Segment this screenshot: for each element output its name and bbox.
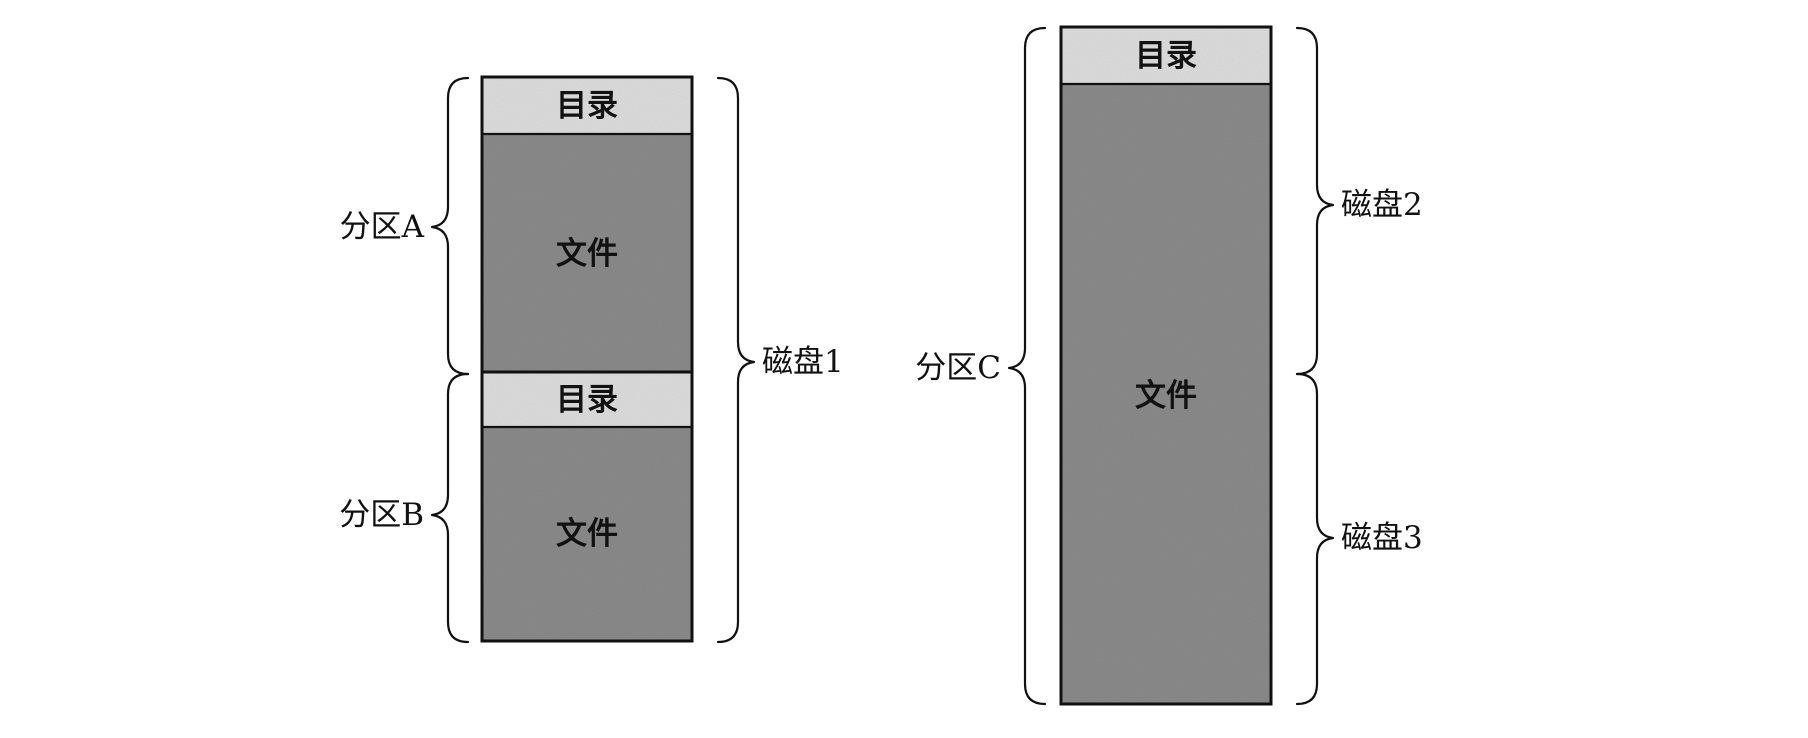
partition-c-label: 分区C: [915, 350, 1001, 386]
partition-c-directory-label: 目录: [1135, 38, 1197, 74]
partition-b-directory-block: [482, 372, 692, 427]
disk3-label: 磁盘3: [1341, 520, 1423, 556]
disk1-column: 目录 文件 目录 文件 分区A 分区B 磁盘1: [339, 75, 844, 644]
partition-c-frame: [1059, 25, 1273, 706]
partition-b-brace: [430, 372, 470, 644]
partition-b-directory-label: 目录: [556, 382, 618, 418]
disk2-label: 磁盘2: [1341, 187, 1423, 223]
partition-c-file-block: [1061, 84, 1271, 704]
disk2-brace: [1295, 26, 1335, 376]
disk1-label: 磁盘1: [762, 344, 844, 380]
partition-a-file-label: 文件: [556, 236, 618, 272]
partition-c-brace: [1007, 26, 1047, 706]
partition-a-brace: [430, 76, 470, 376]
partition-c-file-label: 文件: [1135, 378, 1197, 414]
partition-a-label: 分区A: [340, 209, 425, 245]
disk1-brace: [716, 76, 756, 644]
partition-b-file-label: 文件: [556, 516, 618, 552]
partition-b-label: 分区B: [339, 497, 424, 533]
partition-b-file-block: [482, 427, 692, 641]
partition-c-directory-block: [1061, 27, 1271, 84]
partition-a-file-block: [482, 134, 692, 372]
partition-c-column: 目录 文件 分区C 磁盘2 磁盘3: [915, 25, 1423, 706]
partition-a-directory-label: 目录: [556, 88, 618, 124]
disk3-brace: [1295, 372, 1335, 706]
partition-a-directory-block: [482, 77, 692, 134]
disk1-frame: [480, 75, 694, 643]
